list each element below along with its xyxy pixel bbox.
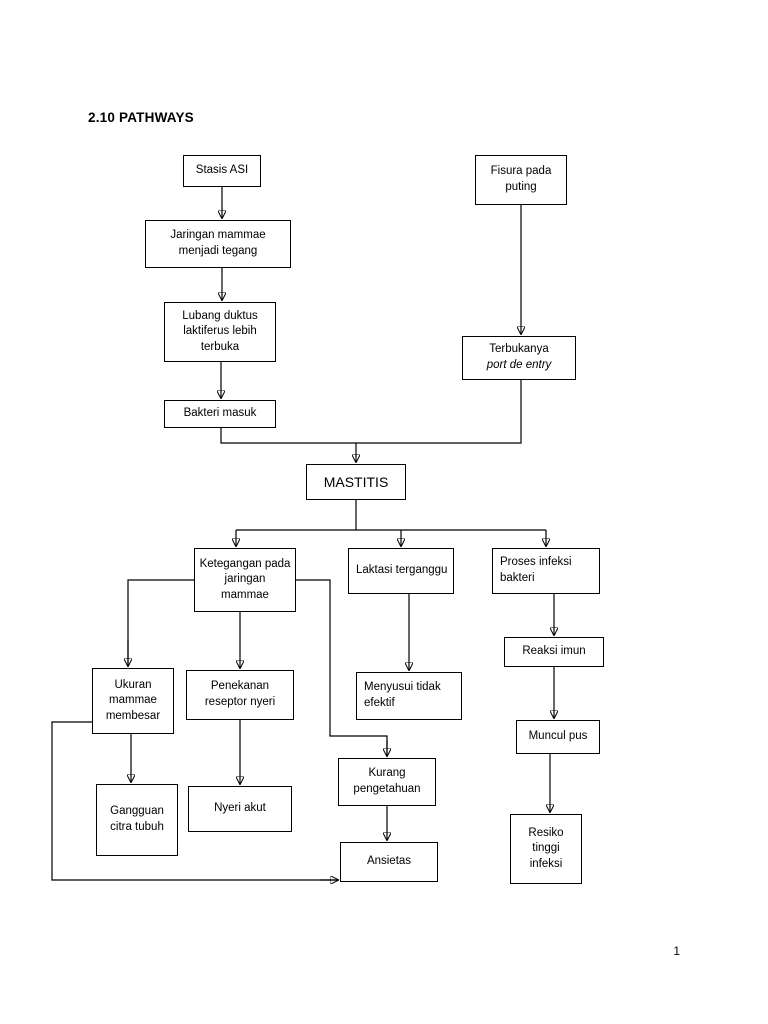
node-menyusui-tidak-efektif[interactable]: Menyusui tidak efektif xyxy=(356,672,462,720)
edge-ketegangan-to-kurang-path xyxy=(296,579,388,756)
node-terbukanya-port-de-entry[interactable]: Terbukanya port de entry xyxy=(462,336,576,380)
node-nyeri-akut[interactable]: Nyeri akut xyxy=(188,786,292,832)
page-number: 1 xyxy=(673,944,680,958)
node-reaksi-imun[interactable]: Reaksi imun xyxy=(504,637,604,667)
node-terbukanya-line2: port de entry xyxy=(486,359,552,371)
node-ansietas[interactable]: Ansietas xyxy=(340,842,438,882)
node-lubang-duktus-laktiferus[interactable]: Lubang duktus laktiferus lebih terbuka xyxy=(164,302,276,362)
node-resiko-tinggi-infeksi[interactable]: Resiko tinggi infeksi xyxy=(510,814,582,884)
node-ukuran-mammae-membesar[interactable]: Ukuran mammae membesar xyxy=(92,668,174,734)
node-mastitis[interactable]: MASTITIS xyxy=(306,464,406,500)
page-title: 2.10 PATHWAYS xyxy=(88,110,194,125)
node-gangguan-citra-tubuh[interactable]: Gangguan citra tubuh xyxy=(96,784,178,856)
node-fisura-pada-puting[interactable]: Fisura pada puting xyxy=(475,155,567,205)
node-muncul-pus[interactable]: Muncul pus xyxy=(516,720,600,754)
node-penekanan-reseptor-nyeri[interactable]: Penekanan reseptor nyeri xyxy=(186,670,294,720)
node-laktasi-terganggu[interactable]: Laktasi terganggu xyxy=(348,548,454,594)
edge-bakteri-to-bus xyxy=(220,428,356,444)
node-kurang-pengetahuan[interactable]: Kurang pengetahuan xyxy=(338,758,436,806)
edge-port-to-bus xyxy=(356,380,522,444)
edge-ketegangan-to-ukuran-path xyxy=(127,579,194,666)
node-proses-infeksi-bakteri[interactable]: Proses infeksi bakteri xyxy=(492,548,600,594)
node-jaringan-mammae-menjadi-tegang[interactable]: Jaringan mammae menjadi tegang xyxy=(145,220,291,268)
node-stasis-asi[interactable]: Stasis ASI xyxy=(183,155,261,187)
node-terbukanya-line1: Terbukanya xyxy=(489,343,549,356)
node-ketegangan-pada-jaringan-mammae[interactable]: Ketegangan pada jaringan mammae xyxy=(194,548,296,612)
node-bakteri-masuk[interactable]: Bakteri masuk xyxy=(164,400,276,428)
